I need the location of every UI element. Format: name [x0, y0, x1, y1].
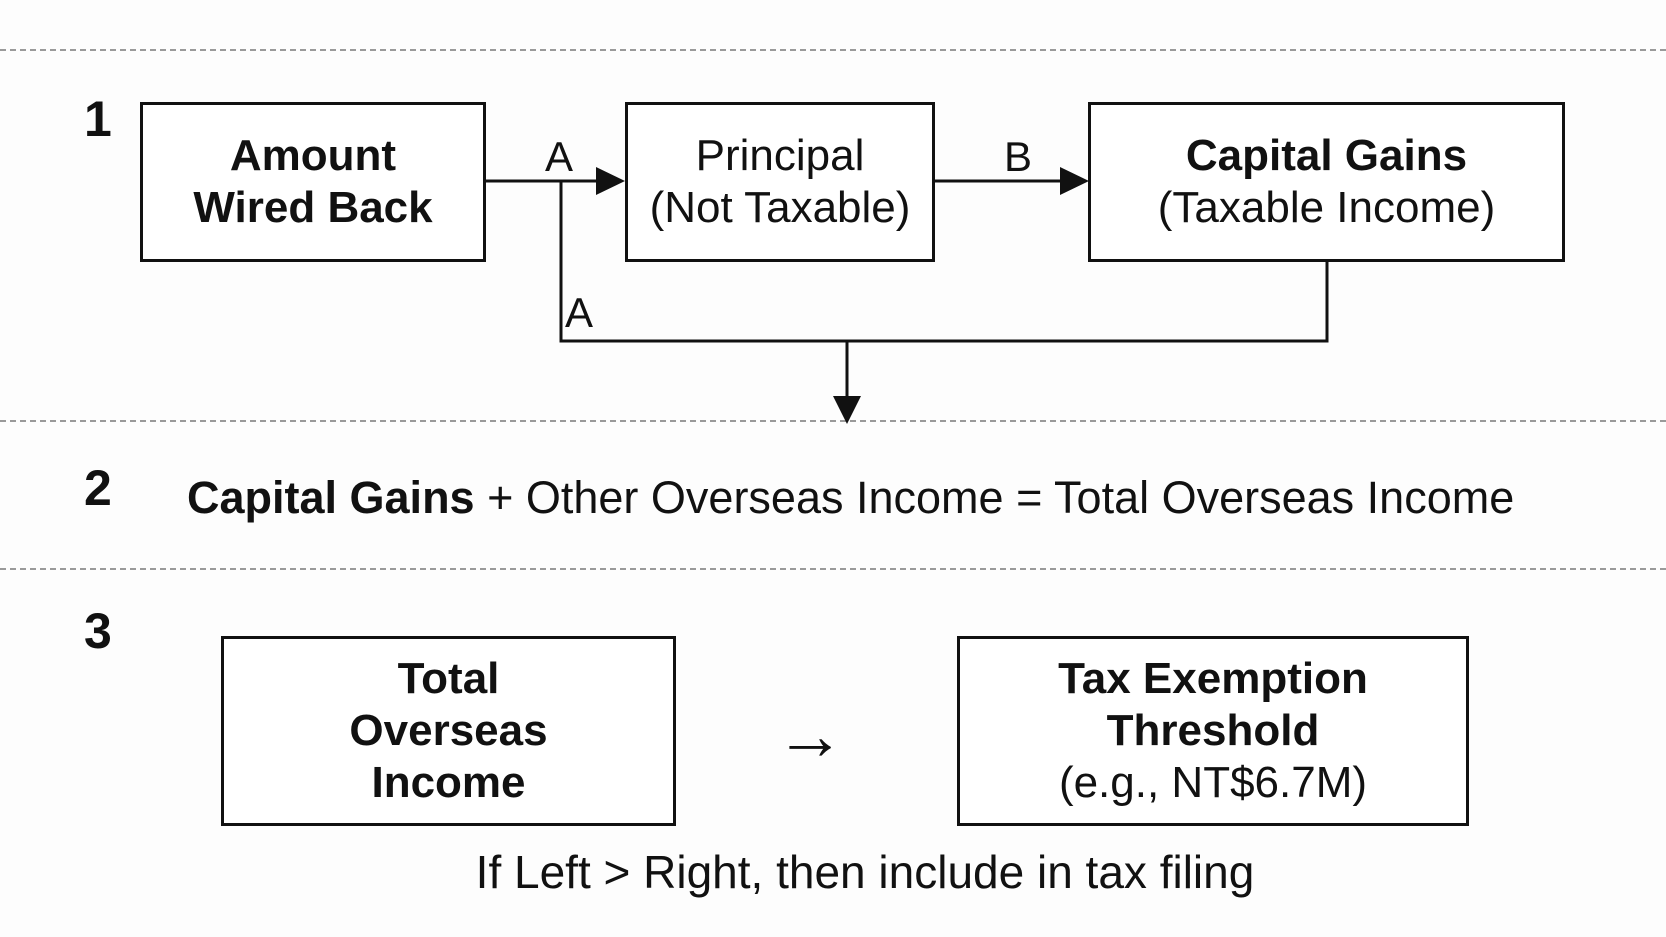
branch-line-a: [559, 181, 1329, 343]
divider-top: [0, 49, 1666, 51]
compare-arrow-icon: →: [775, 696, 845, 774]
box-total-line1: Total: [397, 654, 500, 703]
box-amount-wired-back: Amount Wired Back: [140, 102, 486, 262]
box-amount-line1: Amount: [229, 131, 397, 180]
arrowhead-gains: [1060, 167, 1089, 195]
box-tax-exemption-threshold: Tax Exemption Threshold (e.g., NT$6.7M): [957, 636, 1469, 826]
tax-filing-rule: If Left > Right, then include in tax fil…: [475, 846, 1255, 898]
box-total-overseas-income: Total Overseas Income: [221, 636, 676, 826]
box-capital-gains: Capital Gains (Taxable Income): [1088, 102, 1565, 262]
box-amount-line2: Wired Back: [193, 183, 433, 232]
divider-lower: [0, 568, 1666, 570]
box-principal-line1: Principal: [695, 131, 865, 180]
equation-total: Total Overseas Income: [1054, 472, 1515, 523]
arrowhead-principal: [596, 167, 625, 195]
equation-capital-gains: Capital Gains: [187, 472, 475, 523]
income-equation: Capital Gains + Other Overseas Income = …: [187, 471, 1514, 525]
step-number-1: 1: [84, 91, 112, 147]
equation-other-income: Other Overseas Income: [525, 472, 1004, 523]
box-threshold-line3: (e.g., NT$6.7M): [1058, 758, 1368, 807]
equation-equals: =: [1003, 472, 1055, 523]
box-total-line3: Income: [371, 758, 526, 807]
label-a-lower: A: [565, 289, 594, 336]
equation-plus: +: [474, 472, 526, 523]
divider-middle: [0, 420, 1666, 422]
label-a-top: A: [545, 133, 574, 180]
label-b: B: [1004, 133, 1033, 180]
box-threshold-line2: Threshold: [1106, 706, 1320, 755]
box-principal-line2: (Not Taxable): [649, 183, 911, 232]
arrowhead-down: [833, 396, 861, 424]
box-total-line2: Overseas: [349, 706, 548, 755]
step-number-3: 3: [84, 603, 112, 659]
step-number-2: 2: [84, 460, 112, 516]
box-principal: Principal (Not Taxable): [625, 102, 935, 262]
box-threshold-line1: Tax Exemption: [1058, 654, 1368, 703]
box-gains-line1: Capital Gains: [1185, 131, 1468, 180]
box-gains-line2: (Taxable Income): [1157, 183, 1496, 232]
